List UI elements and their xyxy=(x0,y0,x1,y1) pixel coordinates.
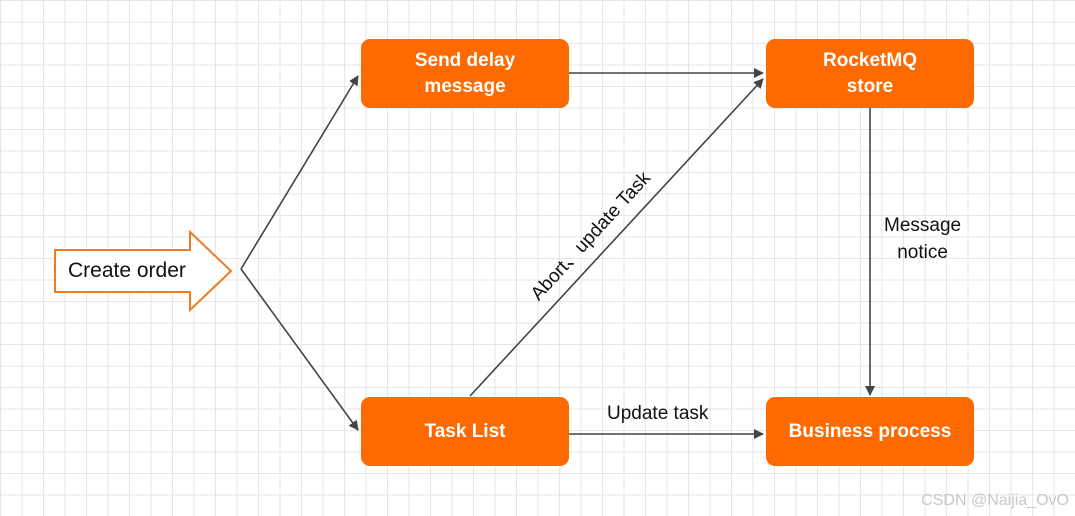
rocketmq-line1: RocketMQ xyxy=(823,49,917,71)
send-delay-message-box[interactable]: Send delay message xyxy=(361,39,569,108)
send-delay-message-text: Send delay message xyxy=(415,48,515,100)
send-delay-line2: message xyxy=(424,75,506,97)
edge-task-list-to-rocketmq xyxy=(469,78,764,397)
edge-label-abort-update: Abort、update Task xyxy=(527,167,655,304)
create-order-arrow-shape xyxy=(54,229,233,313)
rocketmq-line2: store xyxy=(846,75,894,97)
task-list-box[interactable]: Task List xyxy=(361,397,569,466)
rocketmq-store-text: RocketMQ store xyxy=(823,48,917,100)
edge-create-to-send-delay xyxy=(240,75,359,270)
task-list-label: Task List xyxy=(424,420,506,442)
watermark: CSDN @Naijia_OvO xyxy=(921,492,1069,509)
business-process-label: Business process xyxy=(788,420,952,442)
message-notice-line1: Message xyxy=(884,215,962,236)
message-notice-line2: notice xyxy=(897,242,948,263)
edge-label-message-notice: Message notice xyxy=(884,212,961,266)
rocketmq-store-box[interactable]: RocketMQ store xyxy=(766,39,974,108)
business-process-box[interactable]: Business process xyxy=(766,397,974,466)
create-order-label: Create order xyxy=(68,259,186,282)
send-delay-line1: Send delay xyxy=(414,49,516,71)
edge-label-update-task: Update task xyxy=(607,403,709,424)
edge-create-to-task-list xyxy=(240,268,359,431)
